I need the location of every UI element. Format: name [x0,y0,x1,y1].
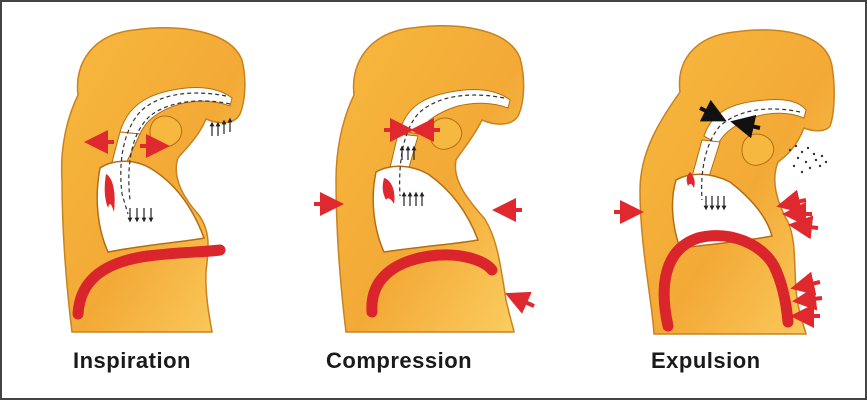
tongue [150,116,182,147]
caption-compression: Compression [326,348,472,374]
panel-expulsion [614,30,834,334]
caption-inspiration: Inspiration [73,348,191,374]
tongue [742,134,774,165]
tongue [430,118,462,149]
panel-inspiration [62,28,245,332]
lung-cavity [373,166,478,252]
expelled-air-spray [789,145,827,173]
panel-compression [314,26,534,332]
caption-expulsion: Expulsion [651,348,761,374]
